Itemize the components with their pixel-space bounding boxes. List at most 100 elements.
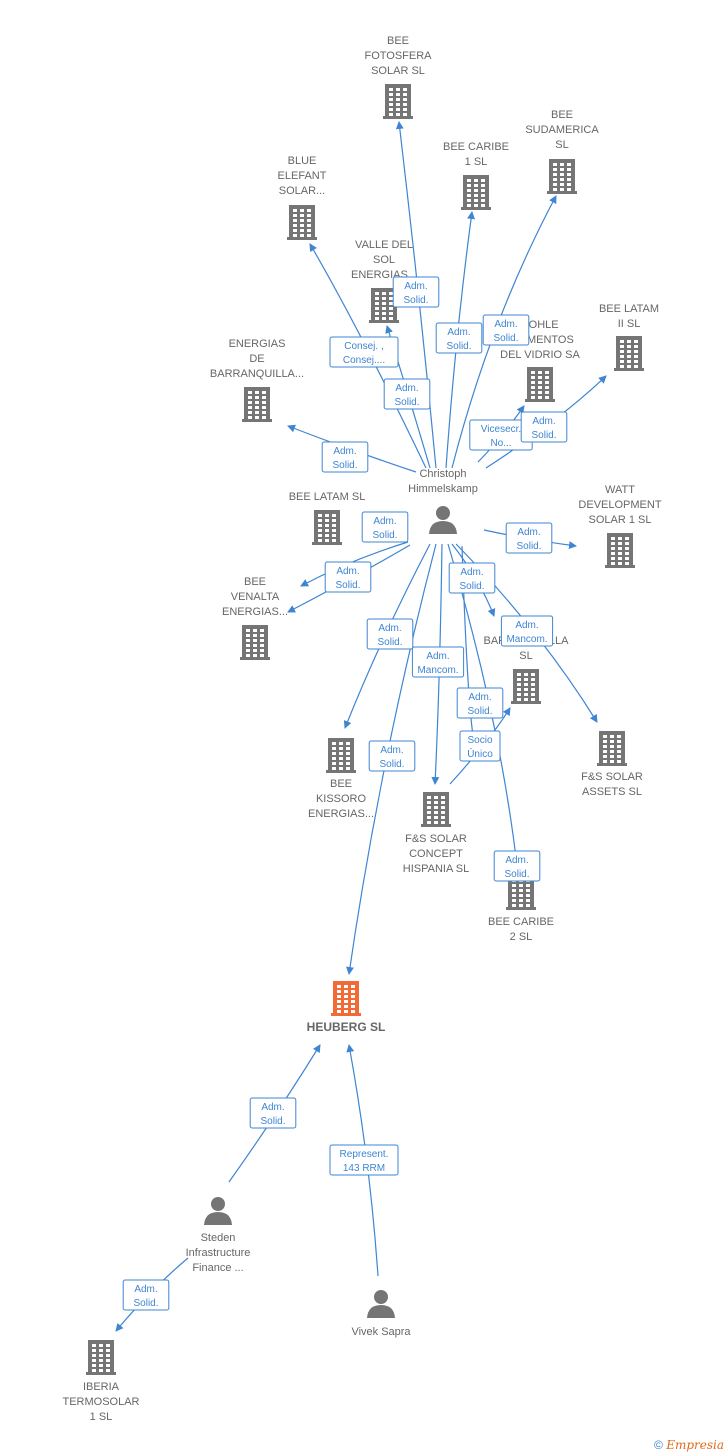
building-window bbox=[634, 365, 638, 368]
node-steden[interactable]: StedenInfrastructureFinance ... bbox=[186, 1197, 251, 1274]
copyright-icon: © bbox=[654, 1438, 663, 1452]
node-label: Christoph bbox=[419, 468, 466, 480]
relation-label[interactable]: Adm.Solid. bbox=[505, 522, 553, 554]
relation-box bbox=[122, 1279, 170, 1311]
building-window bbox=[325, 534, 329, 537]
relation-label[interactable]: Adm.Mancom. bbox=[411, 646, 465, 678]
building-base bbox=[369, 320, 399, 323]
relation-label[interactable]: Adm.Solid. bbox=[520, 411, 568, 443]
relation-label[interactable]: Adm.Mancom. bbox=[500, 615, 554, 647]
node-label: 2 SL bbox=[510, 931, 533, 943]
relation-label[interactable]: Adm.Solid. bbox=[482, 314, 530, 346]
building-window bbox=[441, 806, 445, 809]
building-window bbox=[618, 552, 622, 555]
relation-label[interactable]: Adm.Solid. bbox=[392, 276, 440, 308]
node-barranquilla[interactable]: ENERGIASDEBARRANQUILLA... bbox=[210, 338, 304, 422]
node-label: ENERGIAS... bbox=[308, 808, 374, 820]
relation-text: Mancom. bbox=[417, 665, 458, 676]
relation-label[interactable]: Adm.Solid. bbox=[435, 322, 483, 354]
building-window bbox=[389, 292, 393, 295]
building-icon bbox=[383, 84, 413, 119]
relation-label[interactable]: Represent.143 RRM bbox=[329, 1144, 399, 1176]
building-window bbox=[260, 654, 264, 657]
relation-label[interactable]: Adm.Solid. bbox=[249, 1097, 297, 1129]
building-icon bbox=[287, 205, 317, 240]
relation-label[interactable]: Adm.Solid. bbox=[321, 441, 369, 473]
building-window bbox=[293, 209, 297, 212]
building-window bbox=[620, 360, 624, 363]
node-kissoro[interactable]: BEEKISSOROENERGIAS... bbox=[308, 738, 374, 820]
building-window bbox=[325, 539, 329, 542]
node-label: Finance ... bbox=[192, 1262, 243, 1274]
relation-label[interactable]: Adm.Solid. bbox=[368, 740, 416, 772]
relation-label[interactable]: Adm.Solid. bbox=[361, 511, 409, 543]
building-window bbox=[481, 194, 485, 197]
building-window bbox=[293, 229, 297, 232]
node-venalta[interactable]: BEEVENALTAENERGIAS... bbox=[222, 576, 288, 660]
node-vivek[interactable]: Vivek Sapra bbox=[351, 1290, 411, 1338]
building-window bbox=[403, 113, 407, 116]
footer-brand[interactable]: © Empresia bbox=[654, 1438, 724, 1452]
building-icon bbox=[525, 367, 555, 402]
building-window bbox=[627, 350, 631, 353]
building-window bbox=[441, 811, 445, 814]
building-icon bbox=[369, 288, 399, 323]
relation-label[interactable]: Adm.Solid. bbox=[122, 1279, 170, 1311]
building-window bbox=[434, 796, 438, 799]
building-window bbox=[531, 396, 535, 399]
node-blue[interactable]: BLUEELEFANTSOLAR... bbox=[278, 155, 327, 240]
node-latam[interactable]: BEE LATAM SL bbox=[289, 491, 366, 545]
relation-label[interactable]: Adm.Solid. bbox=[456, 687, 504, 719]
node-heuberg[interactable]: HEUBERG SL bbox=[307, 981, 386, 1034]
building-window bbox=[344, 995, 348, 998]
building-window bbox=[396, 93, 400, 96]
building-window bbox=[382, 297, 386, 300]
node-label: BEE CARIBE bbox=[443, 141, 509, 153]
node-label: VENALTA bbox=[231, 591, 280, 603]
building-window bbox=[481, 199, 485, 202]
building-base bbox=[525, 399, 555, 402]
relation-text: 143 RRM bbox=[343, 1163, 385, 1174]
node-label: SOLAR 1 SL bbox=[589, 514, 652, 526]
relation-label[interactable]: Adm.Solid. bbox=[383, 378, 431, 410]
relation-box bbox=[493, 850, 541, 882]
relation-text: Solid. bbox=[403, 295, 428, 306]
building-window bbox=[344, 1000, 348, 1003]
relation-label[interactable]: Adm.Solid. bbox=[324, 561, 372, 593]
building-window bbox=[344, 985, 348, 988]
building-window bbox=[519, 884, 523, 887]
relation-label[interactable]: Consej. ,Consej.... bbox=[329, 336, 399, 368]
relation-box bbox=[459, 730, 501, 762]
building-window bbox=[467, 204, 471, 207]
relation-label[interactable]: Adm.Solid. bbox=[493, 850, 541, 882]
building-icon bbox=[614, 336, 644, 371]
building-window bbox=[610, 740, 614, 743]
building-window bbox=[519, 904, 523, 907]
building-window bbox=[403, 108, 407, 111]
building-window bbox=[325, 529, 329, 532]
building-window bbox=[617, 735, 621, 738]
relation-label[interactable]: Vicesecr.No... bbox=[469, 419, 533, 451]
relation-text: Adm. bbox=[134, 1284, 157, 1295]
relation-box bbox=[411, 646, 465, 678]
building-window bbox=[553, 168, 557, 171]
relation-label[interactable]: Adm.Solid. bbox=[448, 562, 496, 594]
building-window bbox=[603, 745, 607, 748]
relations-layer: Adm.Solid.Adm.Solid.Adm.Solid.Consej. ,C… bbox=[122, 276, 568, 1311]
building-window bbox=[531, 688, 535, 691]
building-window bbox=[389, 98, 393, 101]
building-window bbox=[92, 1369, 96, 1372]
relation-label[interactable]: Adm.Solid. bbox=[366, 618, 414, 650]
